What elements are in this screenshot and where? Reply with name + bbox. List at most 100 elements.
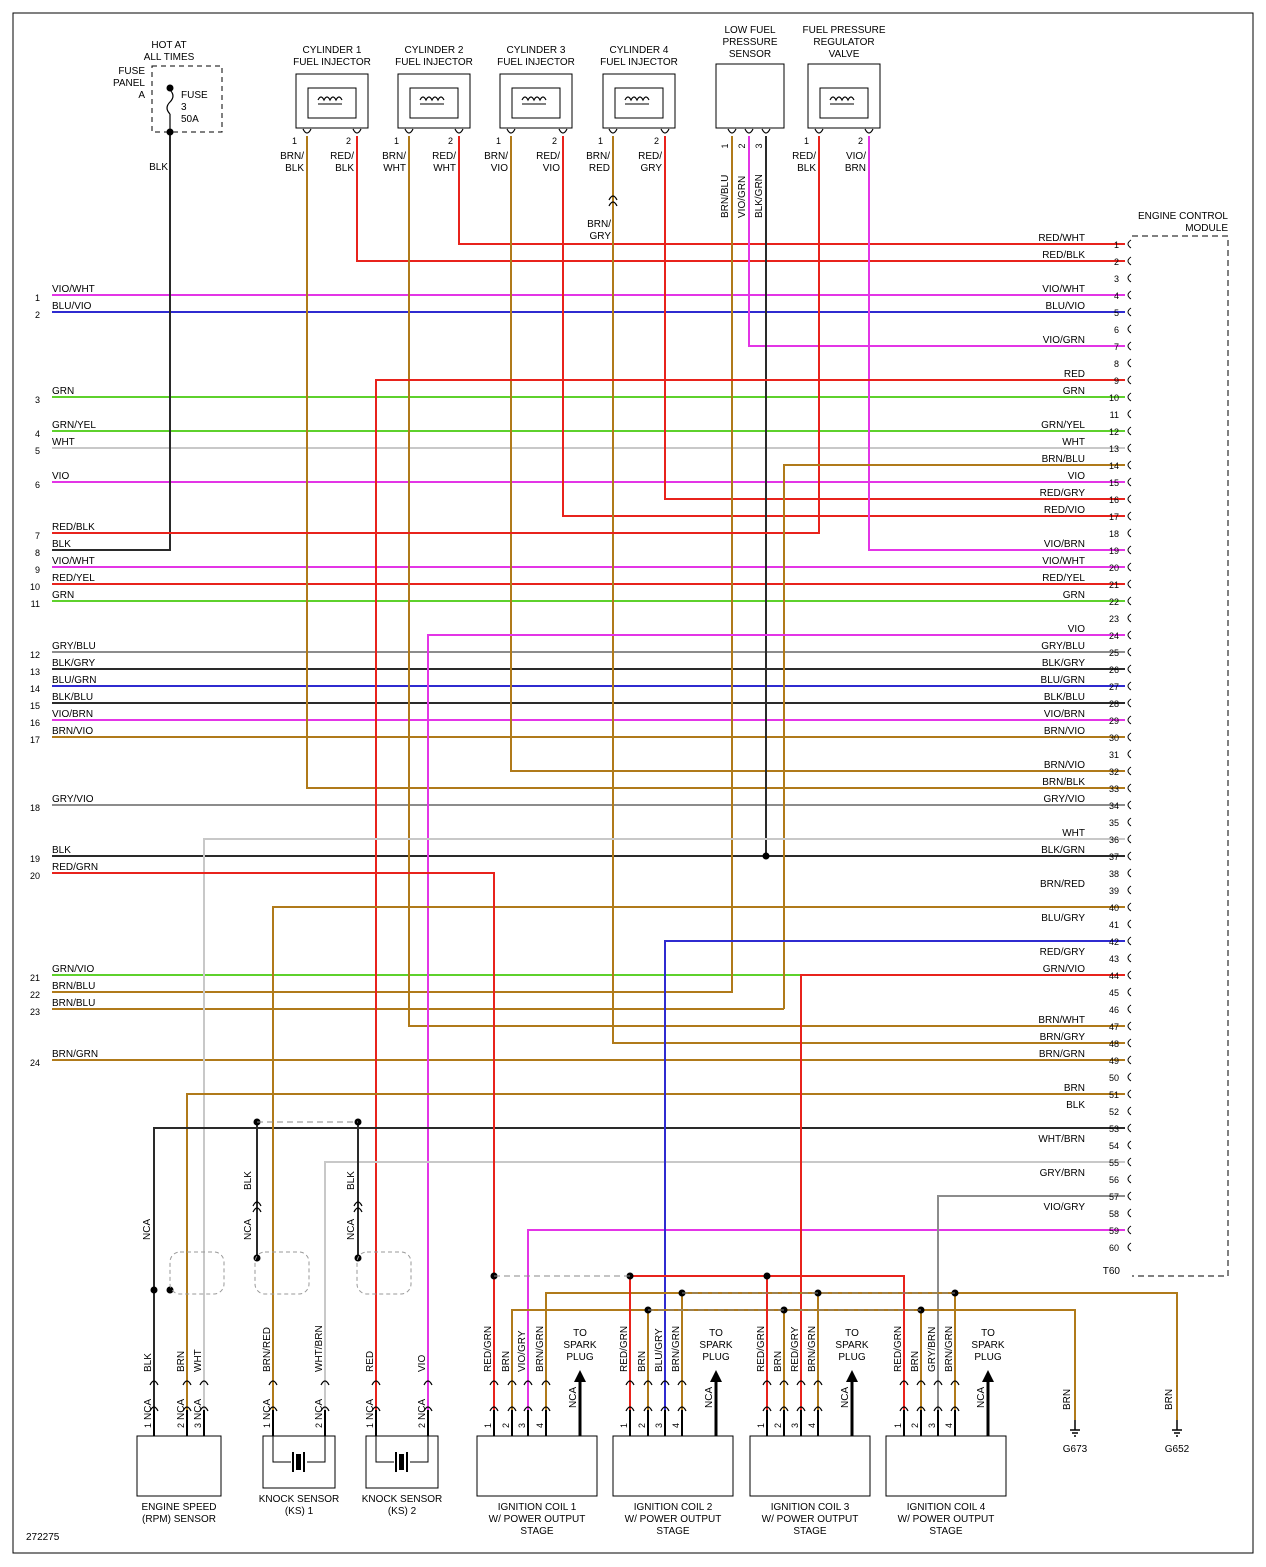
fuse-element	[166, 89, 174, 115]
fuse-title: ALL TIMES	[144, 52, 195, 63]
bottom-component-title: ENGINE SPEED	[141, 1502, 216, 1513]
top-pin-number: 1	[292, 136, 297, 146]
top-pin-number: 2	[654, 136, 659, 146]
left-line-wire: GRN/YEL	[52, 420, 96, 431]
rpm-pin2-wire	[186, 1093, 1125, 1410]
piezo-leads	[272, 1436, 326, 1463]
nca-label: NCA	[314, 1399, 325, 1420]
left-line-wire: BLU/VIO	[52, 301, 92, 312]
ecm-pin-wire: GRN	[1063, 386, 1085, 397]
ecm-pin-wire: BRN/GRN	[1039, 1049, 1085, 1060]
ecm-pin-mark	[1127, 1072, 1132, 1082]
top-wire-label: BRN	[845, 163, 866, 174]
top-pin-number: 2	[552, 136, 557, 146]
ecm-pin-wire: RED/GRY	[1040, 947, 1086, 958]
bottom-wire-label: BRN	[773, 1351, 784, 1372]
spark-plug-label: SPARK	[971, 1340, 1004, 1351]
bottom-wire-label: BRN/GRN	[535, 1326, 546, 1372]
left-line-wire: GRN/VIO	[52, 964, 94, 975]
top-wire-label: RED/	[330, 151, 354, 162]
bottom-pin-number: 3	[654, 1423, 664, 1428]
bottom-pin-number: 2	[417, 1423, 427, 1428]
terminal	[916, 1406, 926, 1412]
terminal	[371, 1380, 381, 1386]
regulator-pin2-wire	[868, 136, 1125, 551]
ecm-pin-number: 25	[1109, 648, 1119, 658]
left-line-wire: GRY/VIO	[52, 794, 94, 805]
ecm-pin-mark	[1127, 596, 1132, 606]
terminal	[625, 1406, 635, 1412]
fuse-panel-label: FUSE	[118, 66, 145, 77]
ecm14-wire	[783, 464, 1125, 1009]
ecm-pin-wire: RED/VIO	[1044, 505, 1085, 516]
bottom-wire-label: WHT/BRN	[314, 1325, 325, 1372]
ecm-pin-number: 24	[1109, 631, 1119, 641]
ecm-pin-number: 44	[1109, 971, 1119, 981]
left-line-wire: BLK/BLU	[52, 692, 93, 703]
terminal	[933, 1380, 943, 1386]
ecm-pin-wire: RED/WHT	[1038, 233, 1085, 244]
top-component-title: FUEL INJECTOR	[395, 57, 473, 68]
ecm-pin-mark	[1127, 1038, 1132, 1048]
ground-wire-label: BRN	[1164, 1389, 1175, 1410]
ecm-pin-wire: VIO/BRN	[1044, 709, 1085, 720]
coil4-pin3-wire	[937, 1195, 1125, 1410]
ecm-pin-number: 59	[1109, 1226, 1119, 1236]
top-wire-label: VIO/GRN	[737, 176, 748, 218]
ecm-pin-number: 47	[1109, 1022, 1119, 1032]
nca-label: NCA	[417, 1399, 428, 1420]
ecm-pin-mark	[1127, 579, 1132, 589]
bottom-wire-label: BRN	[176, 1351, 187, 1372]
top-wire-label: WHT	[433, 163, 456, 174]
bottom-wire-label: RED/GRN	[619, 1326, 630, 1372]
left-line-number: 12	[30, 650, 40, 660]
ecm-pin-mark	[1127, 817, 1132, 827]
ecm-pin-mark	[1127, 1225, 1132, 1235]
ecm-pin-wire: VIO/GRY	[1044, 1202, 1086, 1213]
ecm-pin-number: 40	[1109, 903, 1119, 913]
ecm-pin-wire: RED/YEL	[1042, 573, 1085, 584]
ecm-pin-mark	[1127, 273, 1132, 283]
ecm-pin-number: 41	[1109, 920, 1119, 930]
ecm-pin-mark	[1127, 664, 1132, 674]
ecm-pin-number: 8	[1114, 359, 1119, 369]
ecm-pin-mark	[1127, 1055, 1132, 1065]
fuse-label: 50A	[181, 114, 199, 125]
left-line-wire: BRN/BLU	[52, 998, 95, 1009]
top-pin-number: 1	[598, 136, 603, 146]
terminal	[320, 1380, 330, 1386]
left-line-number: 8	[35, 548, 40, 558]
nca-label: NCA	[176, 1399, 187, 1420]
spark-plug-arrow	[846, 1370, 858, 1382]
ecm-pin-wire: VIO/BRN	[1044, 539, 1085, 550]
terminal	[268, 1380, 278, 1386]
terminal	[489, 1380, 499, 1386]
nca-label: NCA	[143, 1399, 154, 1420]
ecm-pin-wire: BLU/VIO	[1046, 301, 1086, 312]
ecm-pin-mark	[1127, 1021, 1132, 1031]
ecm-pin-wire: GRN/YEL	[1041, 420, 1085, 431]
bottom-component-box	[612, 1435, 734, 1497]
nca-label: NCA	[704, 1387, 715, 1408]
ecm-pin-mark	[1127, 987, 1132, 997]
top-component-title: FUEL INJECTOR	[600, 57, 678, 68]
terminal	[507, 1406, 517, 1412]
ecm-title: MODULE	[1185, 223, 1228, 234]
ecm-pin-number: 45	[1109, 988, 1119, 998]
spark-plug-label: PLUG	[974, 1352, 1001, 1363]
left-line-number: 7	[35, 531, 40, 541]
ecm-pin-number: 12	[1109, 427, 1119, 437]
ecm-pin-number: 58	[1109, 1209, 1119, 1219]
terminal	[660, 1380, 670, 1386]
bottom-component-title: IGNITION COIL 2	[634, 1502, 713, 1513]
left-line-wire: VIO/WHT	[52, 556, 95, 567]
ecm-pin-number: 30	[1109, 733, 1119, 743]
bottom-component-title: KNOCK SENSOR	[362, 1494, 443, 1505]
terminal	[454, 128, 464, 134]
ecm-pin-mark	[1127, 885, 1132, 895]
terminal	[541, 1380, 551, 1386]
spark-plug-label: PLUG	[838, 1352, 865, 1363]
ecm-pin-number: 37	[1109, 852, 1119, 862]
ecm-outline	[1132, 235, 1229, 1277]
ecm-pin-number: 20	[1109, 563, 1119, 573]
